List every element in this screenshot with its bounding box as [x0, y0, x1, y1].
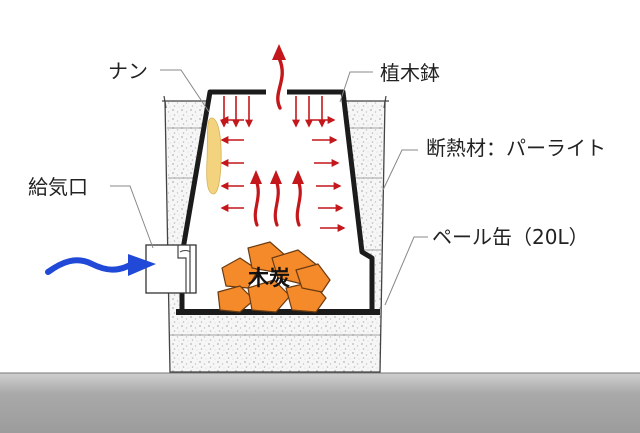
charcoal-piece: [247, 279, 291, 313]
heat-arrows: [220, 96, 346, 232]
exhaust-arrow: [272, 44, 286, 110]
air-inlet: [145, 244, 197, 294]
rising-heat: [253, 178, 302, 227]
label-pail: ペール缶（20L）: [432, 225, 589, 249]
charcoal-piece: [217, 285, 255, 313]
naan: [206, 117, 222, 195]
leader-lines: [110, 69, 428, 306]
charcoal-piece: [295, 263, 331, 293]
charcoal-piece: [221, 257, 259, 289]
rising-heat-heads: [250, 170, 304, 184]
air-flow-arrow: [45, 254, 156, 276]
label-air-inlet: 給気口: [28, 175, 88, 199]
label-charcoal: 木炭: [247, 266, 290, 290]
ground: [0, 373, 640, 433]
charcoal: [217, 241, 331, 313]
label-insulation: 断熱材：パーライト: [426, 136, 606, 160]
label-pot: 植木鉢: [380, 61, 440, 85]
label-naan: ナン: [108, 59, 148, 83]
